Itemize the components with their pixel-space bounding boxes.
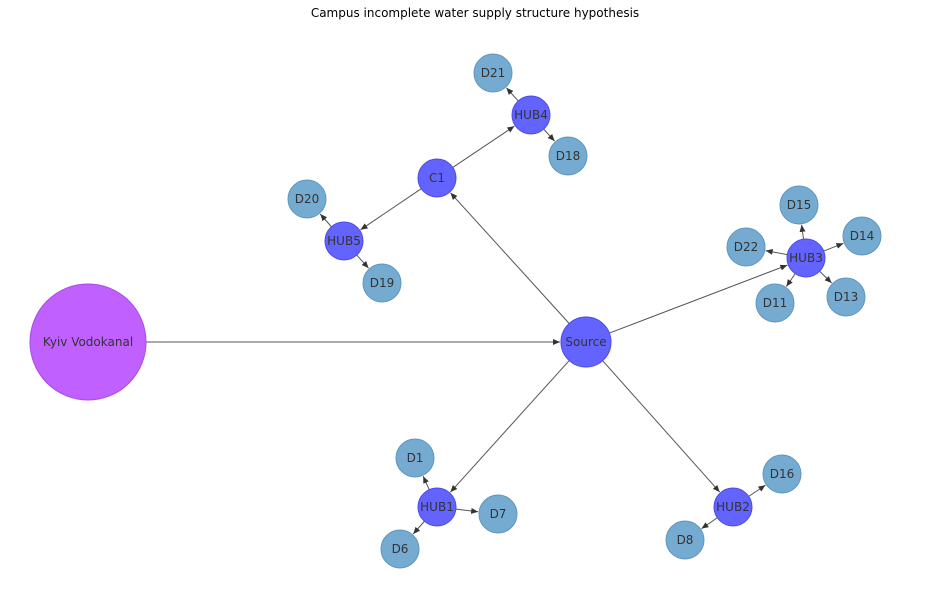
node-circle-d14: [842, 216, 882, 256]
node-circle-d13: [826, 277, 866, 317]
node-circle-hub1: [417, 487, 457, 527]
node-label-d8: D8: [677, 533, 694, 547]
node-d14: D14: [842, 216, 882, 256]
node-label-d16: D16: [770, 467, 795, 481]
node-circle-d8: [665, 520, 705, 560]
node-d8: D8: [665, 520, 705, 560]
edge-hub2-to-d8: [701, 517, 718, 530]
node-label-d14: D14: [850, 229, 875, 243]
node-circle-c1: [417, 158, 457, 198]
node-label-hub3: HUB3: [789, 251, 823, 265]
edge-hub3-to-d11: [785, 273, 796, 287]
node-circle-d15: [779, 185, 819, 225]
node-kyiv-vodokanal: Kyiv Vodokanal: [29, 283, 147, 401]
edge-c1-to-hub5: [360, 188, 422, 231]
edges-layer: [146, 87, 844, 535]
node-label-d20: D20: [295, 192, 320, 206]
diagram-title: Campus incomplete water supply structure…: [311, 6, 639, 20]
node-d19: D19: [362, 263, 402, 303]
edge-hub3-to-d15: [799, 224, 806, 240]
edge-hub1-to-d7: [455, 507, 479, 514]
node-hub1: HUB1: [417, 487, 457, 527]
edge-source-to-c1: [450, 192, 570, 324]
node-hub3: HUB3: [786, 238, 826, 278]
node-label-d18: D18: [556, 149, 581, 163]
node-circle-hub2: [713, 487, 753, 527]
node-label-d22: D22: [734, 240, 759, 254]
edge-hub5-to-d19: [356, 254, 369, 269]
edge-hub1-to-d1: [422, 476, 430, 490]
node-circle-d20: [287, 179, 327, 219]
node-circle-hub3: [786, 238, 826, 278]
node-d20: D20: [287, 179, 327, 219]
edge-hub3-to-d13: [819, 270, 833, 284]
node-label-source: Source: [565, 335, 606, 349]
edge-hub4-to-d21: [506, 87, 519, 102]
edge-hub3-to-d22: [765, 248, 788, 256]
node-c1: C1: [417, 158, 457, 198]
node-label-c1: C1: [429, 171, 445, 185]
edge-source-to-hub3: [609, 264, 788, 334]
node-label-kyiv-vodokanal: Kyiv Vodokanal: [43, 335, 133, 349]
node-label-hub1: HUB1: [420, 500, 454, 514]
node-circle-d22: [726, 227, 766, 267]
node-d16: D16: [762, 454, 802, 494]
edge-source-to-hub1: [450, 360, 570, 493]
node-d15: D15: [779, 185, 819, 225]
node-circle-d21: [473, 53, 513, 93]
node-d1: D1: [395, 438, 435, 478]
node-hub2: HUB2: [713, 487, 753, 527]
node-label-d15: D15: [787, 198, 812, 212]
node-circle-d16: [762, 454, 802, 494]
node-d22: D22: [726, 227, 766, 267]
node-circle-source: [560, 316, 612, 368]
node-hub5: HUB5: [324, 221, 364, 261]
node-circle-hub4: [511, 95, 551, 135]
edge-hub3-to-d14: [823, 242, 844, 252]
node-circle-d7: [478, 494, 518, 534]
node-circle-d6: [380, 529, 420, 569]
node-circle-hub5: [324, 221, 364, 261]
node-label-d1: D1: [407, 451, 424, 465]
node-label-hub5: HUB5: [327, 234, 361, 248]
node-label-d19: D19: [370, 276, 395, 290]
node-d6: D6: [380, 529, 420, 569]
edge-source-to-hub2: [602, 360, 721, 493]
node-circle-d18: [548, 136, 588, 176]
node-d7: D7: [478, 494, 518, 534]
edge-c1-to-hub4: [452, 125, 515, 168]
edge-hub2-to-d16: [748, 484, 766, 497]
node-label-hub2: HUB2: [716, 500, 750, 514]
edge-hub1-to-d6: [412, 520, 425, 535]
node-d11: D11: [755, 283, 795, 323]
node-label-d6: D6: [392, 542, 409, 556]
node-label-d21: D21: [481, 66, 506, 80]
node-label-d11: D11: [763, 296, 788, 310]
node-source: Source: [560, 316, 612, 368]
node-circle-d11: [755, 283, 795, 323]
node-d13: D13: [826, 277, 866, 317]
node-circle-d1: [395, 438, 435, 478]
node-circle-d19: [362, 263, 402, 303]
node-d21: D21: [473, 53, 513, 93]
node-label-hub4: HUB4: [514, 108, 548, 122]
node-d18: D18: [548, 136, 588, 176]
node-label-d7: D7: [490, 507, 507, 521]
edge-hub4-to-d18: [543, 128, 555, 142]
edge-hub5-to-d20: [319, 213, 332, 228]
node-hub4: HUB4: [511, 95, 551, 135]
node-label-d13: D13: [834, 290, 859, 304]
node-circle-kyiv-vodokanal: [29, 283, 147, 401]
